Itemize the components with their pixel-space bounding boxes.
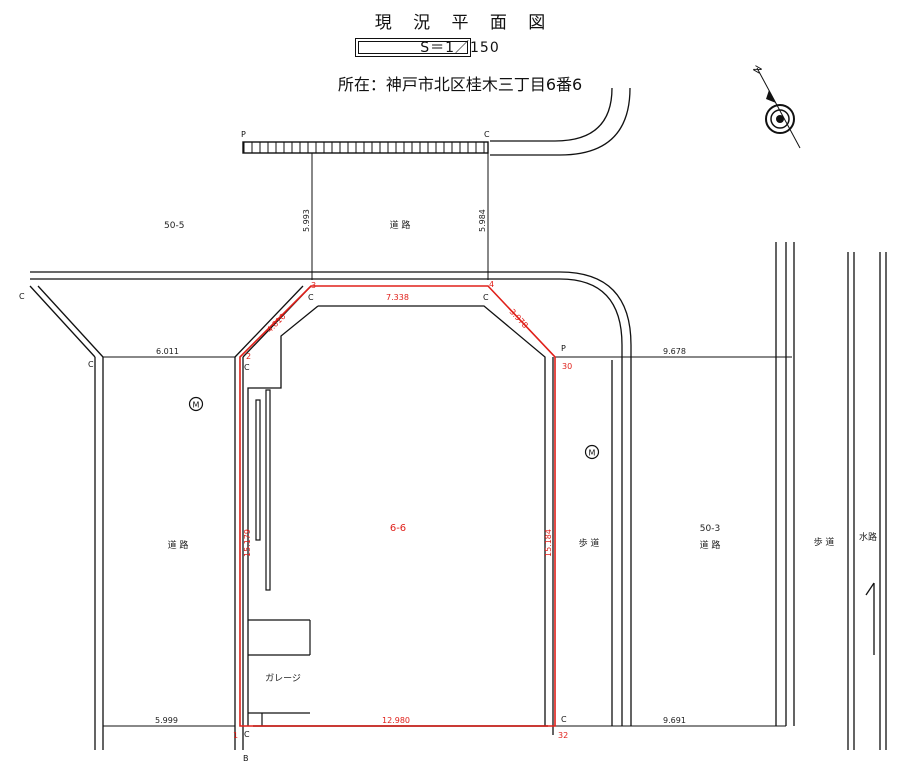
dim-road-width-left: 5.993 — [302, 209, 311, 232]
dim-road-west-upper: 6.011 — [156, 347, 179, 356]
manhole-east-icon: M — [584, 444, 600, 460]
dim-east-side: 15.184 — [544, 529, 553, 557]
manhole-west-label: M — [193, 401, 200, 410]
dim-south-side: 12.980 — [382, 716, 410, 725]
label-sidewalk-far: 歩 道 — [814, 536, 835, 548]
dim-road-west-lower: 5.999 — [155, 716, 178, 725]
point-32: 32 — [558, 731, 568, 740]
drawing-location: 所在：神戸市北区桂木三丁目6番6 — [337, 75, 583, 94]
mark-c-top-right: C — [484, 130, 490, 139]
north-arrow-icon: N — [752, 64, 801, 149]
dim-west-side: 15.179 — [243, 529, 252, 557]
mark-c-far-left: C — [19, 292, 25, 301]
boundary-dimensions: 7.338 4.010 3.978 15.179 15.184 12.980 — [243, 293, 553, 725]
dim-chamfer-right: 3.978 — [508, 307, 530, 330]
label-road-east: 道 路 — [700, 539, 721, 551]
mark-c-bottom-right: C — [561, 715, 567, 724]
east-road-lines — [611, 242, 887, 750]
label-waterway: 水路 — [859, 531, 877, 543]
inner-strips — [255, 389, 271, 591]
label-road-north: 道 路 — [390, 219, 411, 231]
manhole-west-icon: M — [188, 396, 204, 412]
dim-north-side: 7.338 — [386, 293, 409, 302]
dim-road-east-upper: 9.678 — [663, 347, 686, 356]
garage — [248, 619, 311, 726]
dimension-lines — [103, 356, 792, 727]
mark-c-bottom-left: C — [244, 730, 250, 739]
point-4: 4 — [489, 280, 494, 289]
point-1: 1 — [233, 731, 238, 740]
mark-c-left-inner: C — [88, 360, 94, 369]
mark-c-left-mid: C — [244, 363, 250, 372]
drawing-title: 現 況 平 面 図 — [374, 13, 554, 33]
north-fence — [242, 141, 489, 154]
scale-frame — [355, 38, 471, 57]
manhole-east-label: M — [589, 449, 596, 458]
boundary-marks: P C C C C C C P C C B — [19, 130, 567, 763]
parcel-east: 50-3 — [700, 524, 720, 534]
label-sidewalk-near: 歩 道 — [579, 537, 600, 549]
road-dimensions: 5.993 5.984 6.011 5.999 9.678 9.691 — [155, 209, 686, 725]
north-label: N — [752, 64, 765, 76]
road-width-lines — [311, 153, 489, 280]
mark-p-top-left: P — [241, 130, 246, 139]
curb-top-right — [490, 87, 631, 156]
area-labels: 道 路 道 路 道 路 歩 道 歩 道 水路 ガレージ — [168, 219, 877, 684]
mark-p-right: P — [561, 344, 566, 353]
point-3: 3 — [311, 281, 316, 290]
road-edges — [29, 271, 632, 750]
mark-c-inner-top-right: C — [483, 293, 489, 302]
point-30: 30 — [562, 362, 572, 371]
drawing-scale: S＝1／150 — [420, 40, 500, 56]
label-road-west: 道 路 — [168, 539, 189, 551]
boundary-points: 1 2 3 4 30 32 — [233, 280, 572, 740]
parcel-north: 50-5 — [164, 221, 184, 231]
dim-road-width-right: 5.984 — [478, 209, 487, 232]
label-garage: ガレージ — [265, 673, 301, 684]
point-2: 2 — [246, 352, 251, 361]
dim-road-east-lower: 9.691 — [663, 716, 686, 725]
mark-b-bottom: B — [243, 754, 249, 763]
parcel-subject: 6-6 — [390, 523, 406, 534]
subject-boundary — [239, 285, 556, 727]
dim-chamfer-left: 4.010 — [265, 312, 288, 335]
mark-c-inner-top-left: C — [308, 293, 314, 302]
